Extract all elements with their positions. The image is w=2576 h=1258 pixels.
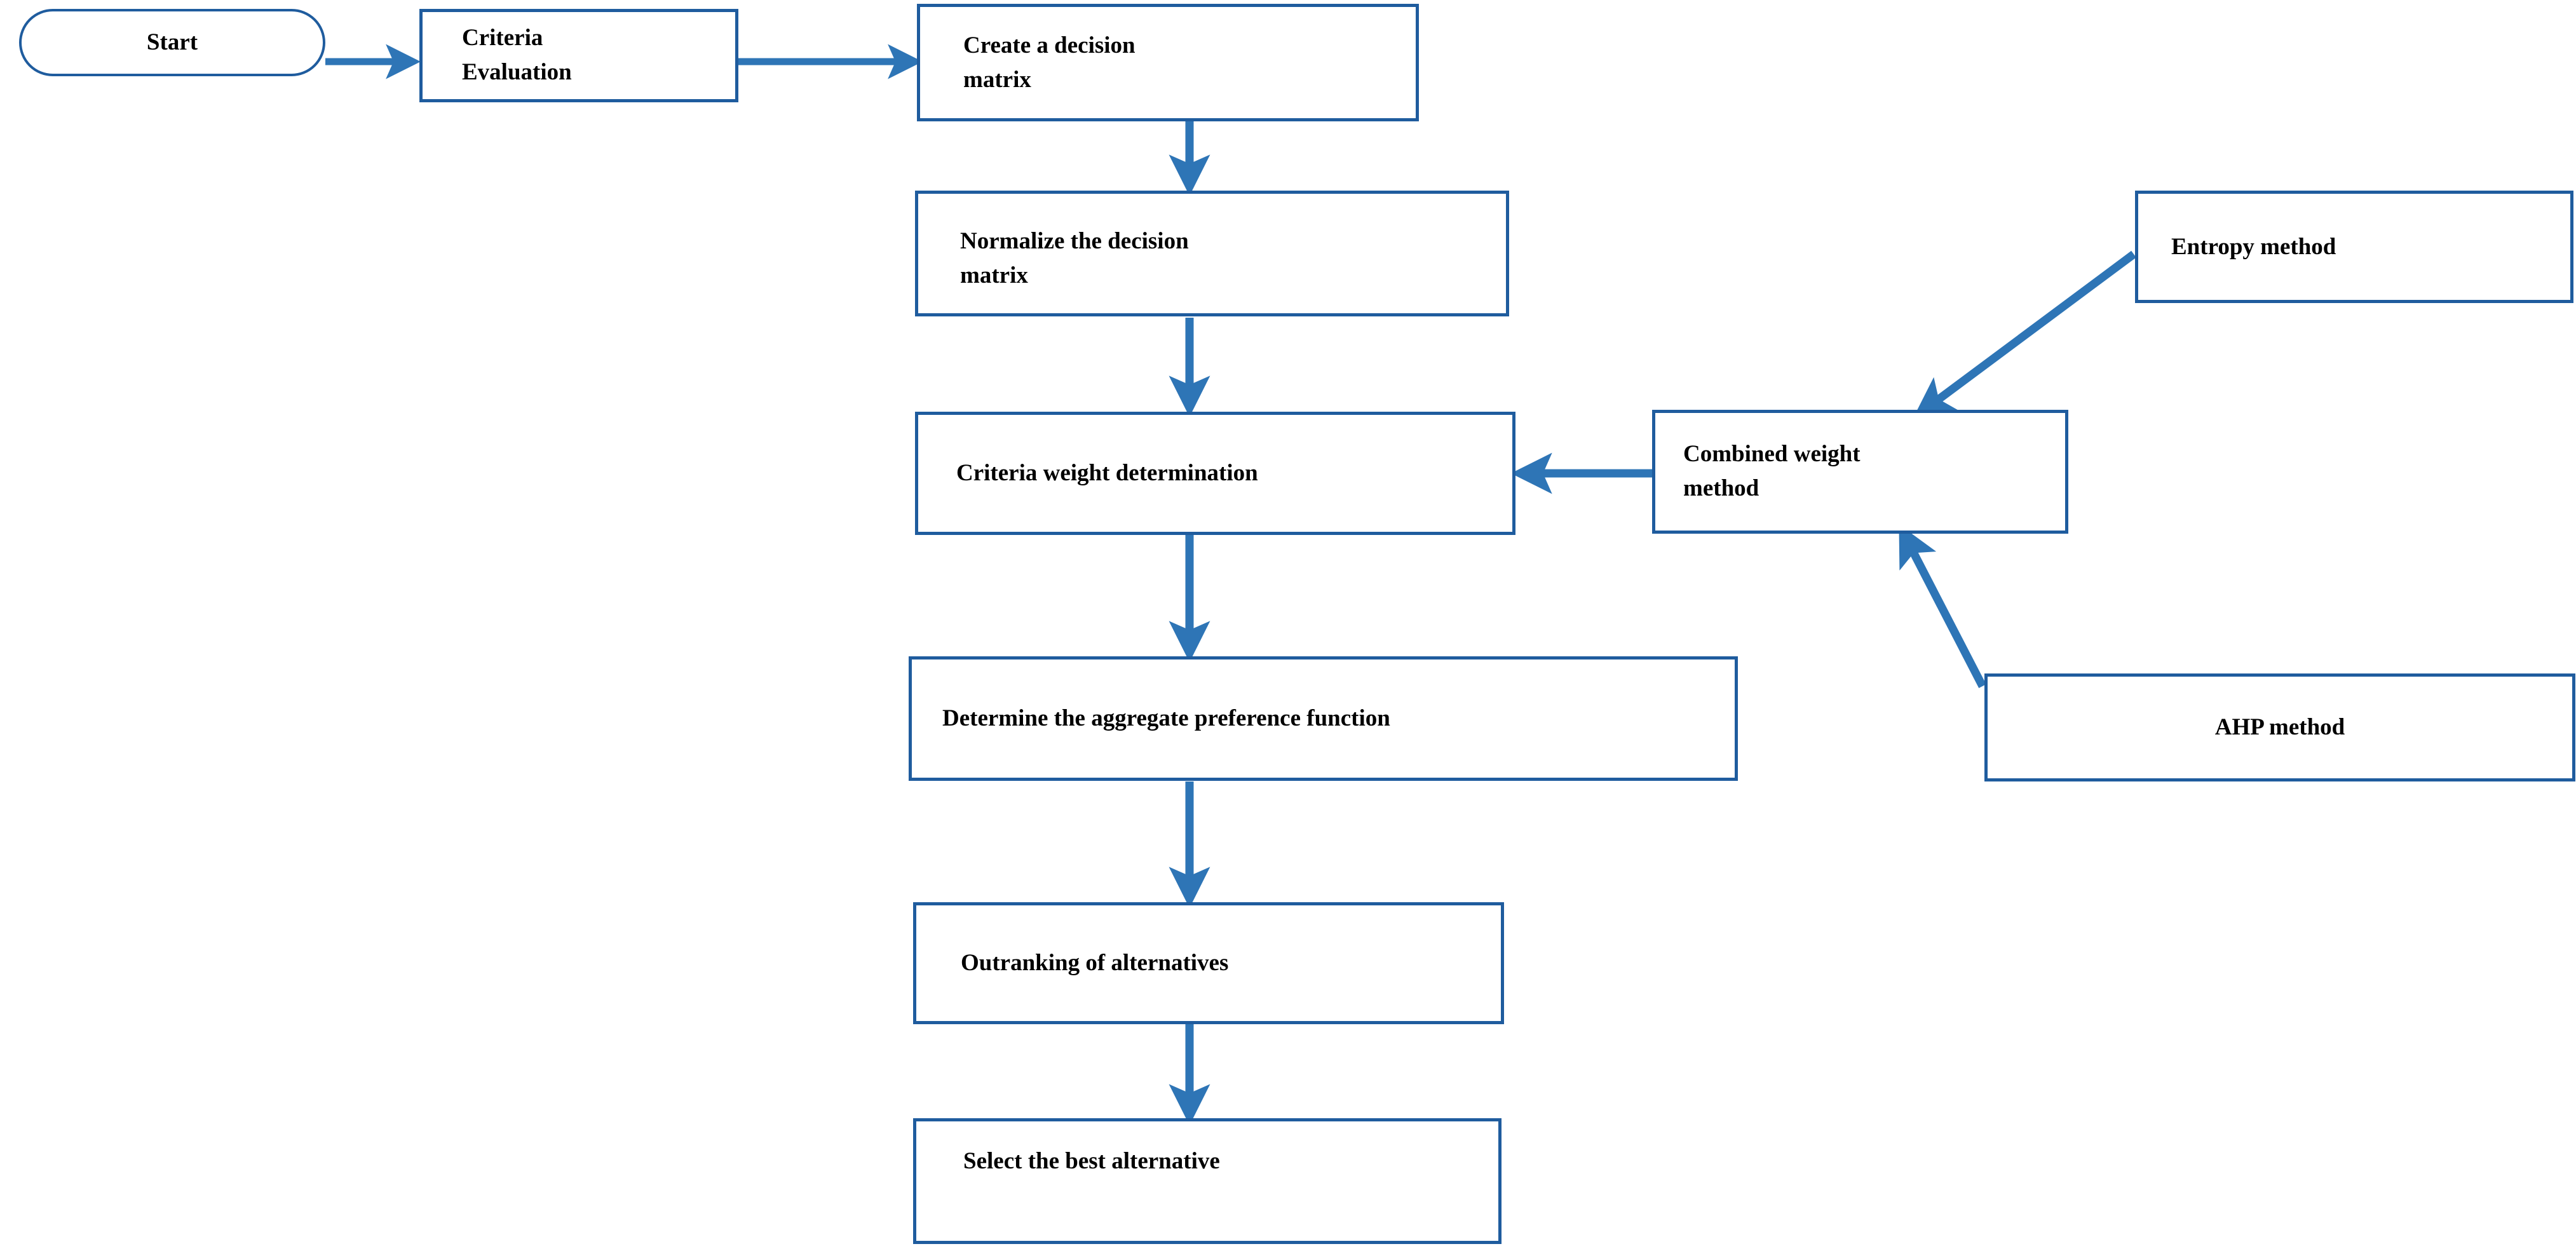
node-normalize-decision-matrix[interactable]: Normalize the decision matrix	[915, 191, 1509, 316]
edge-ahp-to-combined	[1899, 524, 1986, 688]
node-start-label: Start	[146, 29, 198, 56]
node-determine-aggregate-preference-function-label: Determine the aggregate preference funct…	[942, 705, 1390, 732]
node-determine-aggregate-preference-function[interactable]: Determine the aggregate preference funct…	[909, 656, 1738, 781]
node-start[interactable]: Start	[19, 9, 325, 76]
node-ahp-method[interactable]: AHP method	[1984, 673, 2575, 781]
node-criteria-weight-determination[interactable]: Criteria weight determination	[915, 412, 1515, 535]
node-create-decision-matrix[interactable]: Create a decision matrix	[917, 4, 1419, 121]
node-outranking-of-alternatives[interactable]: Outranking of alternatives	[913, 902, 1504, 1024]
node-create-decision-matrix-label: Create a decision matrix	[963, 32, 1135, 93]
node-entropy-method[interactable]: Entropy method	[2135, 191, 2573, 303]
node-ahp-method-label: AHP method	[2214, 714, 2345, 741]
node-select-the-best-alternative[interactable]: Select the best alternative	[913, 1118, 1502, 1244]
node-combined-weight-method[interactable]: Combined weight method	[1652, 410, 2068, 534]
node-criteria-evaluation-label: Criteria Evaluation	[462, 25, 572, 85]
edge-entropy-to-combined	[1913, 250, 2136, 419]
node-combined-weight-method-label: Combined weight method	[1683, 441, 1861, 501]
node-criteria-evaluation[interactable]: Criteria Evaluation	[419, 9, 738, 102]
node-criteria-weight-determination-label: Criteria weight determination	[956, 460, 1258, 487]
node-entropy-method-label: Entropy method	[2171, 233, 2336, 260]
node-normalize-decision-matrix-label: Normalize the decision matrix	[960, 228, 1189, 288]
node-select-the-best-alternative-label: Select the best alternative	[963, 1148, 1220, 1174]
node-outranking-of-alternatives-label: Outranking of alternatives	[961, 950, 1229, 977]
